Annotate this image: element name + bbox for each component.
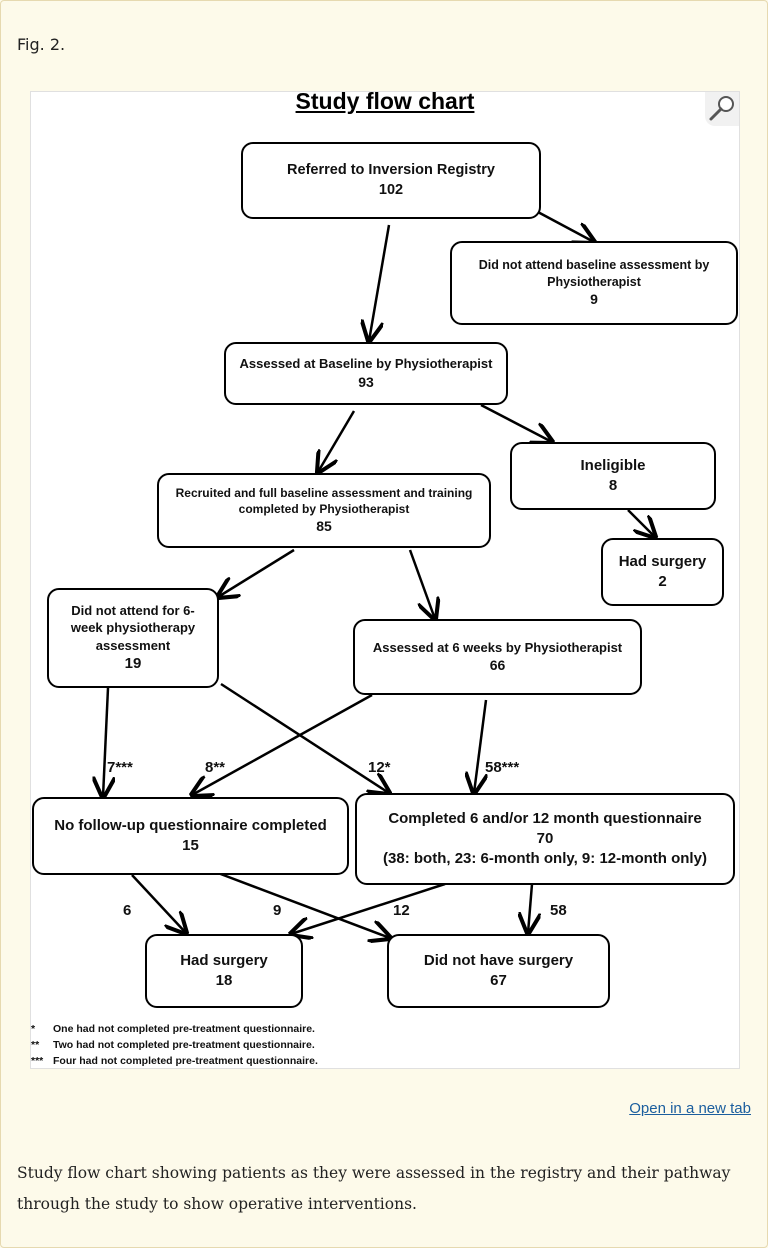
box-completed-questionnaire: Completed 6 and/or 12 month questionnair… (355, 793, 735, 885)
footnote: ***Four had not completed pre-treatment … (31, 1055, 318, 1067)
arrow-recruited-to-not-attend-6wk (218, 548, 295, 597)
edge-label: 12 (393, 902, 410, 919)
figure-label: Fig. 2. (17, 35, 66, 54)
arrow-not-attend-to-no-followup (103, 687, 108, 797)
edge-label: 58 (550, 902, 567, 919)
arrow-completed-to-surgery (291, 882, 446, 934)
chart-title: Study flow chart (295, 88, 475, 114)
arrow-recruited-to-assessed-6wk (408, 549, 435, 619)
arrow-no-followup-to-surgery (131, 874, 186, 933)
open-in-new-tab-link[interactable]: Open in a new tab (629, 1100, 751, 1117)
edge-label: 58*** (485, 759, 520, 776)
edge-label: 8** (205, 759, 226, 776)
arrow-no-followup-to-no-surgery (217, 871, 390, 938)
edge-label: 7*** (107, 759, 133, 776)
flowchart-arrows (31, 209, 739, 1068)
arrow-assessed-to-completed (474, 699, 486, 793)
box-not-attend-6wk: Did not attend for 6-week physiotherapy … (47, 588, 219, 688)
magnifier-icon (709, 96, 734, 121)
footnote: *One had not completed pre-treatment que… (31, 1023, 315, 1035)
edge-label: 6 (123, 902, 132, 919)
figure-caption: Study flow chart showing patients as the… (17, 1164, 731, 1213)
box-ineligible-had-surgery: Had surgery 2 (601, 538, 724, 606)
arrow-assessed-to-no-followup (192, 693, 373, 795)
footnote: **Two had not completed pre-treatment qu… (31, 1039, 315, 1051)
arrow-baseline-to-ineligible (480, 403, 552, 442)
box-recruited: Recruited and full baseline assessment a… (157, 473, 491, 548)
box-not-attend-baseline: Did not attend baseline assessment by Ph… (450, 241, 738, 325)
box-did-not-have-surgery: Did not have surgery 67 (387, 934, 610, 1008)
arrow-referred-to-not-attend (535, 209, 594, 242)
arrow-not-attend-to-completed (220, 682, 389, 793)
box-ineligible: Ineligible 8 (510, 442, 716, 510)
edge-label: 9 (273, 902, 282, 919)
arrow-referred-to-baseline (369, 224, 391, 341)
box-no-followup: No follow-up questionnaire completed 15 (32, 797, 349, 875)
box-assessed-baseline: Assessed at Baseline by Physiotherapist … (224, 342, 508, 405)
box-referred: Referred to Inversion Registry 102 (241, 142, 541, 219)
box-had-surgery: Had surgery 18 (145, 934, 303, 1008)
flowchart-figure: Study flow chart Referred to Inversion R… (30, 88, 740, 1069)
box-assessed-6wk: Assessed at 6 weeks by Physiotherapist 6… (353, 619, 642, 695)
edge-label: 12* (368, 759, 391, 776)
arrow-ineligible-to-surgery (627, 509, 655, 537)
magnify-button[interactable] (705, 92, 739, 126)
arrow-completed-to-no-surgery (528, 883, 532, 933)
footnotes: *One had not completed pre-treatment que… (31, 1021, 318, 1069)
arrow-baseline-to-recruited (318, 410, 356, 472)
